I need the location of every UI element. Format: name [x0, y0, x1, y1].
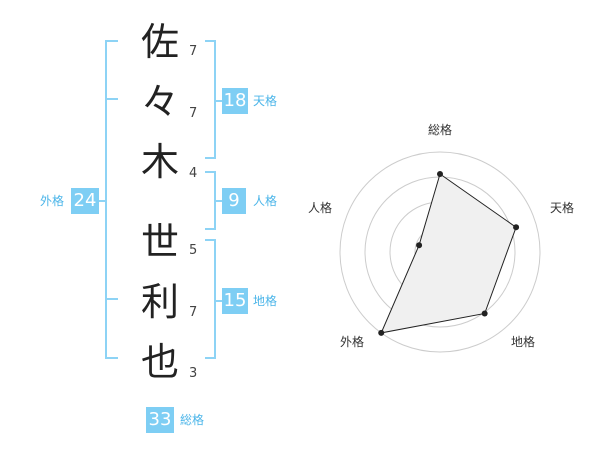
stroke-count-4: 5	[189, 243, 198, 258]
radar-axis-label-1: 総格	[428, 122, 452, 137]
radar-axis-label-4: 外格	[340, 334, 364, 349]
gaikaku-label: 外格	[40, 194, 65, 208]
radar-axis-label-2: 天格	[550, 200, 574, 215]
jinkaku-label: 人格	[253, 194, 278, 208]
tenkaku-bracket	[205, 40, 216, 159]
radar-polygon	[380, 173, 517, 334]
gaikaku-bracket	[105, 40, 118, 359]
stroke-count-3: 4	[189, 166, 198, 181]
radar-point-2	[513, 224, 520, 231]
name-char-4: 世	[140, 220, 179, 264]
radar-axis-label-5: 人格	[308, 200, 332, 215]
name-char-2: 々	[140, 80, 179, 124]
chikaku-bracket	[205, 239, 216, 359]
gaikaku-value: 24	[71, 188, 99, 214]
soukaku-value: 33	[146, 407, 174, 433]
radar-axis-label-3: 地格	[511, 334, 535, 349]
radar-point-4	[378, 329, 385, 336]
chikaku-value: 15	[222, 288, 248, 314]
stroke-count-1: 7	[189, 44, 198, 59]
stroke-count-2: 7	[189, 106, 198, 121]
jinkaku-value: 9	[222, 188, 246, 214]
name-char-1: 佐	[140, 20, 179, 64]
tenkaku-value: 18	[222, 88, 248, 114]
chikaku-label: 地格	[253, 294, 278, 308]
name-char-6: 也	[140, 340, 179, 384]
radar-point-5	[416, 242, 423, 249]
tenkaku-label: 天格	[253, 94, 278, 108]
stroke-count-6: 3	[189, 366, 198, 381]
name-char-3: 木	[140, 140, 179, 184]
radar-ring-4	[339, 151, 541, 353]
radar-point-3	[481, 310, 488, 317]
stroke-count-5: 7	[189, 305, 198, 320]
name-char-5: 利	[140, 280, 179, 324]
radar-point-1	[437, 171, 443, 177]
soukaku-label: 総格	[180, 413, 205, 427]
